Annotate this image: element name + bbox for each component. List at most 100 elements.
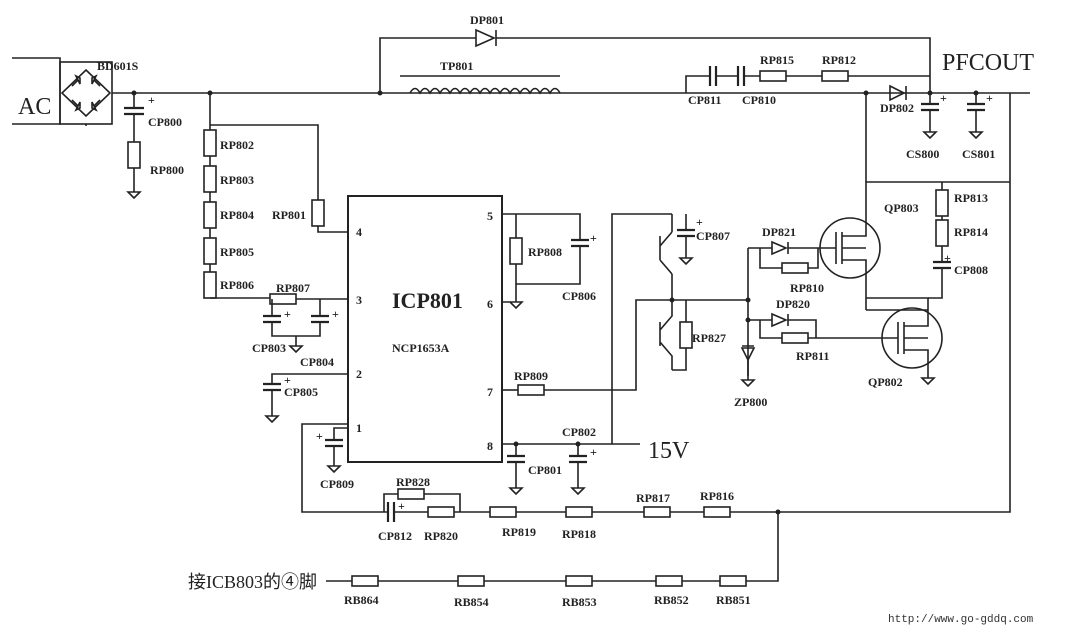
cp809-label: CP809 (320, 477, 354, 491)
rp812-label: RP812 (822, 53, 856, 67)
0-label: 4 (356, 225, 362, 239)
svg-text:+: + (590, 445, 597, 459)
rp820-label: RP820 (424, 529, 458, 543)
2-label: 2 (356, 367, 362, 381)
5-label: 6 (487, 297, 493, 311)
rp809-label: RP809 (514, 369, 548, 383)
cp810-label: CP810 (742, 93, 776, 107)
capacitor-cp809: + CP809 (316, 427, 354, 491)
rb851-label: RB851 (716, 593, 751, 607)
note-label: 接ICB803的④脚 (188, 572, 317, 592)
cp811-label: CP811 (688, 93, 721, 107)
rp813-label: RP813 (954, 191, 988, 205)
rp813-rp814-cp808: RP813 RP814 CP808 + (928, 182, 988, 299)
cp801-label: CP801 (528, 463, 562, 477)
bd601s-label: BD601S (97, 59, 139, 73)
qp802-label: QP802 (868, 375, 903, 389)
4-label: 5 (487, 209, 493, 223)
svg-text:+: + (332, 307, 339, 321)
3-label: 1 (356, 421, 362, 435)
ic-icp801: ICP801 NCP1653A 4 3 2 1 5 6 7 8 (347, 195, 503, 463)
svg-text:+: + (986, 91, 993, 105)
cp812-label: CP812 (378, 529, 412, 543)
rp817-label: RP817 (636, 491, 670, 505)
rp802-label: RP802 (220, 138, 254, 152)
7-label: 8 (487, 439, 493, 453)
rb853-label: RB853 (562, 595, 597, 609)
rp805-label: RP805 (220, 245, 254, 259)
rp806-label: RP806 (220, 278, 254, 292)
feedback-chain: RP828 CP812 + RP820 RP819 RP818 RP817 RP… (301, 93, 1011, 543)
rb-chain: RB864 RB854 RB853 RB852 RB851 (326, 512, 779, 609)
cp806-label: CP806 (562, 289, 596, 303)
supply-15v-label: 15V (648, 438, 690, 464)
top-bypass-dp801: DP801 (377, 13, 931, 96)
watermark-url: http://www.go-gddq.com (888, 614, 1034, 626)
pfcout-label: PFCOUT (942, 50, 1034, 76)
inductor-tp801: TP801 (400, 59, 561, 95)
cs801-label: CS801 (962, 147, 995, 161)
rp816-label: RP816 (700, 489, 734, 503)
svg-text:+: + (284, 307, 291, 321)
gate-network: DP821 RP810 DP820 RP811 ZP800 (734, 225, 880, 409)
svg-text:+: + (696, 215, 703, 229)
resistor-rp809: RP809 (502, 299, 672, 396)
capacitors-cp803-cp804: + + CP803 CP804 (252, 299, 339, 369)
svg-text:+: + (398, 499, 405, 513)
driver-stage: CP807 + RP827 (659, 214, 750, 371)
qp803-label: QP803 (884, 201, 919, 215)
mosfet-qp803: QP803 (818, 181, 1010, 310)
rp818-label: RP818 (562, 527, 596, 541)
mosfet-qp802: QP802 (866, 297, 943, 389)
zp800-label: ZP800 (734, 395, 767, 409)
rp803-label: RP803 (220, 173, 254, 187)
rp819-label: RP819 (502, 525, 536, 539)
svg-text:+: + (590, 231, 597, 245)
dp802-label: DP802 (880, 101, 914, 115)
capacitor-cp800: CP800 + (124, 93, 182, 142)
rp811-label: RP811 (796, 349, 829, 363)
cp804-label: CP804 (300, 355, 334, 369)
inductor-label: TP801 (440, 59, 473, 73)
resistor-chain-rp802-rp806: RP802 RP803 RP804 RP805 RP806 (203, 129, 270, 299)
supply-rail-15v: 15V CP802 CP801 + (502, 213, 690, 496)
rp827-label: RP827 (692, 331, 726, 345)
resistor-rp801: RP801 (210, 124, 348, 233)
dp801-label: DP801 (470, 13, 504, 27)
svg-text:+: + (284, 373, 291, 387)
cs800-label: CS800 (906, 147, 939, 161)
snubber-cp811-cp810-rp815-rp812: CP811 CP810 RP815 RP812 (685, 53, 930, 107)
rp800-label: RP800 (150, 163, 184, 177)
rp807-label: RP807 (276, 281, 310, 295)
cp808-label: CP808 (954, 263, 988, 277)
resistor-rp800: RP800 (126, 141, 184, 200)
rp814-label: RP814 (954, 225, 988, 239)
rb864-label: RB864 (344, 593, 379, 607)
rp808-cp806-network: RP808 + CP806 (502, 213, 597, 310)
rb854-label: RB854 (454, 595, 489, 609)
1-label: 3 (356, 293, 362, 307)
rp828-label: RP828 (396, 475, 430, 489)
cp807-label: CP807 (696, 229, 730, 243)
rp801-label: RP801 (272, 208, 306, 222)
cp803-label: CP803 (252, 341, 286, 355)
dp821-label: DP821 (762, 225, 796, 239)
6-label: 7 (487, 385, 493, 399)
rp804-label: RP804 (220, 208, 254, 222)
svg-text:+: + (944, 251, 951, 265)
ref-label: ICP801 (392, 288, 463, 313)
rb852-label: RB852 (654, 593, 689, 607)
rp808-label: RP808 (528, 245, 562, 259)
ac-label: AC (18, 94, 51, 120)
cp800-label: CP800 (148, 115, 182, 129)
output-dp802-cs800-cs801: DP802 PFCOUT CS800 CS801 + + (863, 50, 1034, 182)
rp815-label: RP815 (760, 53, 794, 67)
part-label: NCP1653A (392, 341, 450, 355)
svg-text:+: + (940, 91, 947, 105)
rp810-label: RP810 (790, 281, 824, 295)
dp820-label: DP820 (776, 297, 810, 311)
resistor-rp807: RP807 (269, 281, 348, 305)
cp805-label: CP805 (284, 385, 318, 399)
svg-text:+: + (148, 93, 155, 107)
